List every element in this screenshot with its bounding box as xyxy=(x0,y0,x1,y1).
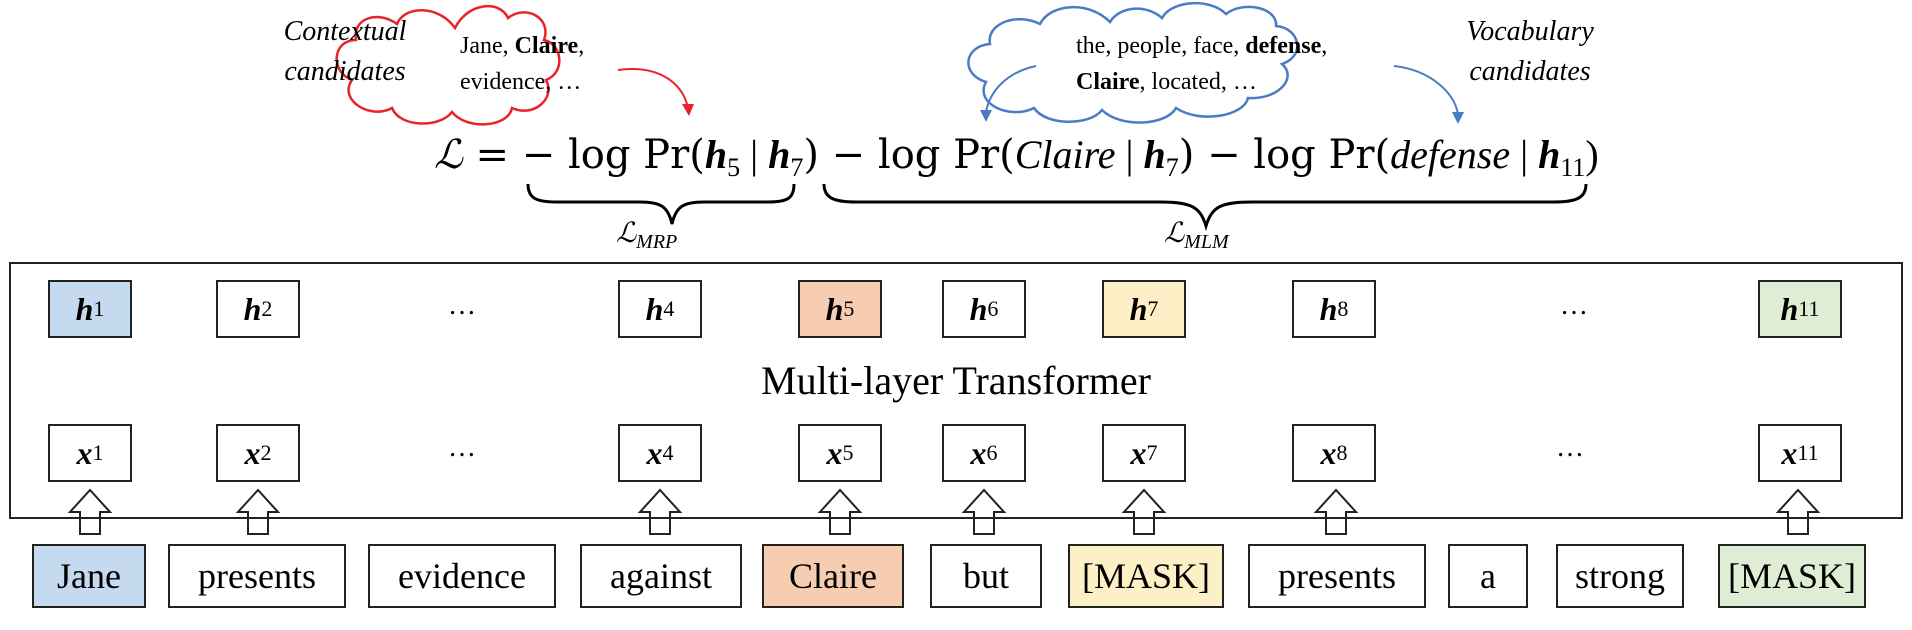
mrp-brace xyxy=(526,183,796,225)
vocabulary-arrowhead-left xyxy=(980,110,992,122)
transformer-box xyxy=(9,262,1903,519)
input-up-arrows xyxy=(67,488,1821,535)
transformer-label: Multi-layer Transformer xyxy=(761,358,1151,403)
vocabulary-candidates-label: Vocabulary candidates xyxy=(1466,16,1594,87)
token-but: but xyxy=(930,544,1042,608)
input-ellipsis-2: … xyxy=(1556,432,1584,463)
vocabulary-arrow-left xyxy=(985,65,1037,113)
token-presents: presents xyxy=(168,544,346,608)
hidden-ellipsis-2: … xyxy=(1560,290,1588,321)
input-ellipsis-1: … xyxy=(448,432,476,463)
loss-mrp-label: ℒMRP xyxy=(616,218,678,253)
token-a: a xyxy=(1448,544,1528,608)
token-evidence: evidence xyxy=(368,544,556,608)
loss-formula: ℒ = − log Pr(h5 | h7) − log Pr(Claire | … xyxy=(434,132,1599,182)
vocabulary-cloud xyxy=(967,2,1299,124)
token-mask-1: [MASK] xyxy=(1068,544,1224,608)
loss-mlm-label: ℒMLM xyxy=(1164,218,1229,253)
token-strong: strong xyxy=(1556,544,1684,608)
token-claire: Claire xyxy=(762,544,904,608)
vocabulary-arrowhead-right xyxy=(1452,112,1464,124)
vocabulary-cloud-text: the, people, face, defense, Claire, loca… xyxy=(1076,33,1328,95)
contextual-arrowhead xyxy=(682,104,694,116)
token-mask-2: [MASK] xyxy=(1718,544,1866,608)
token-against: against xyxy=(580,544,742,608)
contextual-cloud xyxy=(335,4,561,126)
hidden-ellipsis-1: … xyxy=(448,290,476,321)
vocabulary-arrow-right xyxy=(1393,65,1459,115)
contextual-cloud-text: Jane, Claire, evidence, … xyxy=(460,33,585,95)
contextual-candidates-label: Contextual candidates xyxy=(283,16,407,87)
contextual-arrow xyxy=(617,68,689,109)
mlm-brace xyxy=(822,183,1588,232)
token-jane: Jane xyxy=(32,544,146,608)
token-presents-2: presents xyxy=(1248,544,1426,608)
